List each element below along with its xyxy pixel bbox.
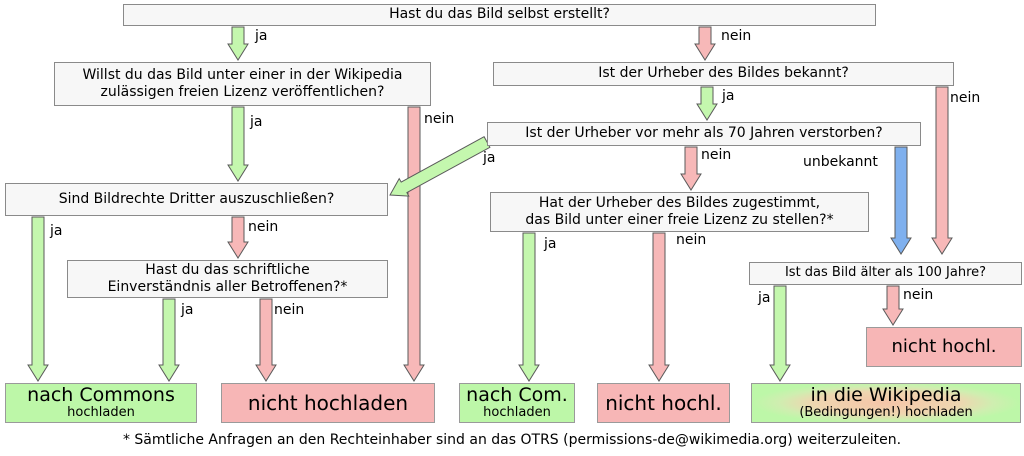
question-free-license: Willst du das Bild unter einer in der Wi…: [54, 62, 431, 106]
label-q1-no: nein: [721, 28, 752, 44]
result-do-not-upload-short-text: nicht hochl.: [605, 390, 722, 415]
question-third-party-rights-text: Sind Bildrechte Dritter auszuschließen?: [58, 190, 335, 207]
arrow-q4-no: [680, 146, 702, 191]
question-written-consent-line2: Einverständnis aller Betroffenen?*: [107, 279, 348, 295]
arrow-q3-no: [931, 86, 953, 255]
question-author-deceased-70-text: Ist der Urheber vor mehr als 70 Jahren v…: [525, 125, 883, 142]
label-q8-yes: ja: [758, 290, 771, 306]
result-do-not-upload-text: nicht hochladen: [247, 390, 409, 415]
label-q2-yes: ja: [250, 114, 263, 130]
label-q6-yes: ja: [544, 236, 557, 252]
result-wikipedia-upload-main: in die Wikipedia: [810, 383, 962, 406]
question-third-party-rights: Sind Bildrechte Dritter auszuschließen?: [5, 183, 388, 216]
arrow-q1-yes: [227, 26, 249, 61]
result-commons-upload: nach Commons hochladen: [5, 383, 197, 423]
arrow-q1-no: [694, 26, 716, 61]
arrow-q4-yes: [389, 136, 491, 197]
arrow-q2-yes: [227, 106, 249, 182]
arrow-q2-no: [403, 106, 425, 382]
question-older-100-years: Ist das Bild älter als 100 Jahre?: [749, 262, 1022, 285]
result-wikipedia-upload: in die Wikipedia (Bedingungen!) hochlade…: [751, 383, 1021, 423]
arrow-q7-yes: [158, 298, 180, 382]
question-author-consent-line1: Hat der Urheber des Bildes zugestimmt,: [538, 194, 821, 211]
result-do-not-upload-old-text: nicht hochl.: [891, 335, 997, 357]
label-q3-no: nein: [950, 90, 981, 106]
label-q5-yes: ja: [50, 223, 63, 239]
result-do-not-upload-short: nicht hochl.: [597, 383, 730, 423]
arrow-q8-no: [882, 285, 904, 326]
label-q5-no: nein: [248, 219, 279, 235]
arrow-q3-yes: [696, 86, 718, 121]
question-author-consent-line2: das Bild unter einer freie Lizenz zu ste…: [525, 212, 834, 228]
question-self-created: Hast du das Bild selbst erstellt?: [123, 4, 876, 26]
footnote: * Sämtliche Anfragen an den Rechteinhabe…: [122, 432, 902, 448]
label-q2-no: nein: [424, 111, 455, 127]
result-do-not-upload: nicht hochladen: [221, 383, 435, 423]
label-q6-no: nein: [676, 232, 707, 248]
arrow-q6-yes: [518, 232, 540, 382]
result-commons-short-sub: hochladen: [483, 404, 551, 420]
arrow-q5-no: [227, 216, 249, 259]
question-author-consent: Hat der Urheber des Bildes zugestimmt, d…: [490, 192, 869, 232]
result-wikipedia-upload-sub: (Bedingungen!) hochladen: [799, 404, 973, 420]
label-q7-no: nein: [274, 302, 305, 318]
label-q4-unknown: unbekannt: [803, 154, 878, 170]
label-q3-yes: ja: [722, 88, 735, 104]
label-q8-no: nein: [903, 287, 934, 303]
question-free-license-line1: Willst du das Bild unter einer in der Wi…: [82, 66, 403, 83]
arrow-q5-yes: [27, 216, 49, 382]
label-q1-yes: ja: [255, 28, 268, 44]
arrow-q4-unknown: [890, 146, 912, 255]
result-commons-upload-sub: hochladen: [67, 404, 135, 420]
arrow-q6-no: [648, 232, 670, 382]
question-written-consent: Hast du das schriftliche Einverständnis …: [67, 260, 388, 298]
label-q4-yes: ja: [483, 150, 496, 166]
result-commons-short: nach Com. hochladen: [459, 383, 575, 423]
question-free-license-line2: zulässigen freien Lizenz veröffentlichen…: [100, 84, 385, 100]
question-written-consent-line1: Hast du das schriftliche: [145, 261, 310, 278]
label-q7-yes: ja: [181, 302, 194, 318]
question-author-deceased-70: Ist der Urheber vor mehr als 70 Jahren v…: [487, 122, 921, 146]
arrow-q7-no: [255, 298, 277, 382]
result-commons-upload-main: nach Commons: [27, 383, 175, 406]
label-q4-no: nein: [701, 147, 732, 163]
question-older-100-years-text: Ist das Bild älter als 100 Jahre?: [784, 265, 987, 281]
arrow-q8-yes: [769, 285, 791, 382]
result-do-not-upload-old: nicht hochl.: [866, 327, 1022, 367]
question-author-known-text: Ist der Urheber des Bildes bekannt?: [598, 65, 849, 82]
result-commons-short-main: nach Com.: [466, 383, 568, 406]
question-self-created-text: Hast du das Bild selbst erstellt?: [389, 6, 610, 23]
question-author-known: Ist der Urheber des Bildes bekannt?: [493, 62, 954, 86]
